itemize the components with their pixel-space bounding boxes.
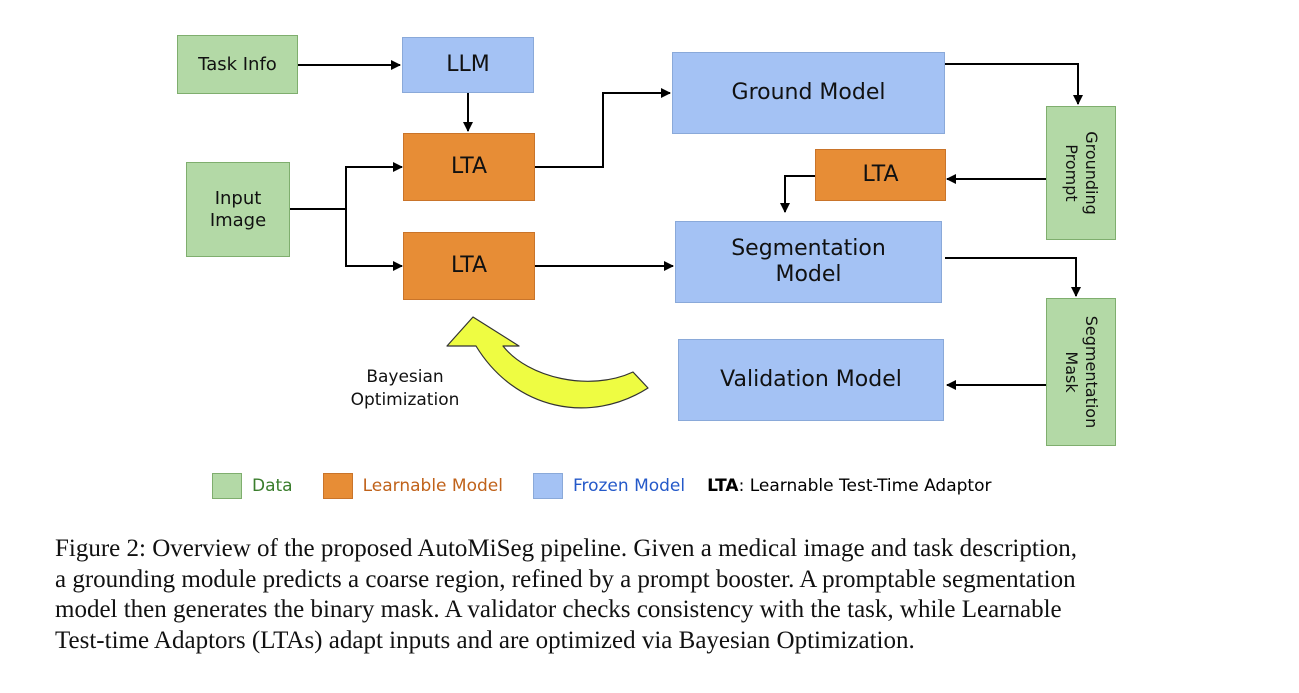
bayesian-optimization-label: Bayesian Optimization xyxy=(330,366,480,412)
grounding-prompt-label-line1: Grounding xyxy=(1082,131,1101,215)
grounding-prompt-label-line2: Prompt xyxy=(1062,144,1081,202)
legend-item-data: Data xyxy=(212,473,293,499)
arrow-lta-top-to-ground-model xyxy=(535,88,671,168)
task-info-node: Task Info xyxy=(177,35,298,94)
caption-line: Test-time Adaptors (LTAs) adapt inputs a… xyxy=(55,626,915,654)
arrow-segmentation-model-to-mask xyxy=(945,257,1081,297)
lta-bottom-label: LTA xyxy=(450,252,487,278)
segmentation-mask-node: Segmentation Mask xyxy=(1046,298,1116,446)
bayesian-optimization-arrow xyxy=(446,316,649,409)
caption-line: model then generates the binary mask. A … xyxy=(55,596,1062,623)
caption-line: Figure 2: Overview of the proposed AutoM… xyxy=(55,535,1077,562)
lta-right-label: LTA xyxy=(862,161,899,187)
ground-model-label: Ground Model xyxy=(731,79,886,105)
legend-swatch-frozen xyxy=(532,473,563,499)
bayesian-optimization-label-line2: Optimization xyxy=(350,390,460,410)
ground-model-node: Ground Model xyxy=(672,52,945,134)
input-image-node: Input Image xyxy=(186,162,290,257)
lta-bottom-node: LTA xyxy=(403,232,535,300)
llm-label: LLM xyxy=(446,51,490,77)
grounding-prompt-label: Grounding Prompt xyxy=(1061,131,1101,215)
legend-swatch-learnable xyxy=(322,473,353,499)
arrow-lta-right-to-segmentation-model xyxy=(780,175,815,213)
legend-lta-abbr: LTA xyxy=(707,476,739,496)
legend-label-data: Data xyxy=(252,476,293,496)
bayesian-optimization-label-line1: Bayesian xyxy=(366,367,444,387)
grounding-prompt-node: Grounding Prompt xyxy=(1046,106,1116,240)
legend-item-learnable: Learnable Model xyxy=(322,473,503,499)
lta-top-label: LTA xyxy=(450,153,487,179)
arrow-input-to-lta-top xyxy=(345,162,403,209)
lta-right-node: LTA xyxy=(815,149,946,201)
figure-caption: Figure 2: Overview of the proposed AutoM… xyxy=(55,534,1255,656)
legend-item-lta: LTA : Learnable Test-Time Adaptor xyxy=(707,476,991,496)
segmentation-model-label-line1: Segmentation xyxy=(731,235,886,261)
validation-model-node: Validation Model xyxy=(678,339,944,421)
legend: Data Learnable Model Frozen Model LTA : … xyxy=(212,472,1021,500)
legend-label-learnable: Learnable Model xyxy=(362,476,503,496)
task-info-label: Task Info xyxy=(198,53,277,75)
segmentation-model-label-line2: Model xyxy=(775,262,842,287)
llm-node: LLM xyxy=(402,37,534,93)
caption-line: a grounding module predicts a coarse reg… xyxy=(55,565,1076,593)
input-image-label-line2: Image xyxy=(209,209,267,231)
segmentation-mask-label-line2: Mask xyxy=(1062,351,1082,393)
legend-item-frozen: Frozen Model xyxy=(532,473,686,499)
legend-swatch-data xyxy=(212,473,242,499)
legend-lta-desc: : Learnable Test-Time Adaptor xyxy=(738,476,992,496)
input-image-label-line1: Input xyxy=(214,187,262,209)
validation-model-label: Validation Model xyxy=(720,366,902,392)
arrow-input-to-lta-bottom xyxy=(345,209,403,271)
segmentation-mask-label: Segmentation Mask xyxy=(1061,316,1101,428)
segmentation-model-node: Segmentation Model xyxy=(675,221,942,303)
lta-top-node: LTA xyxy=(403,133,535,201)
arrow-ground-model-to-grounding-prompt xyxy=(945,63,1083,105)
legend-label-frozen: Frozen Model xyxy=(572,476,686,496)
connector-layer xyxy=(289,60,1083,409)
segmentation-mask-label-line1: Segmentation xyxy=(1082,315,1102,429)
